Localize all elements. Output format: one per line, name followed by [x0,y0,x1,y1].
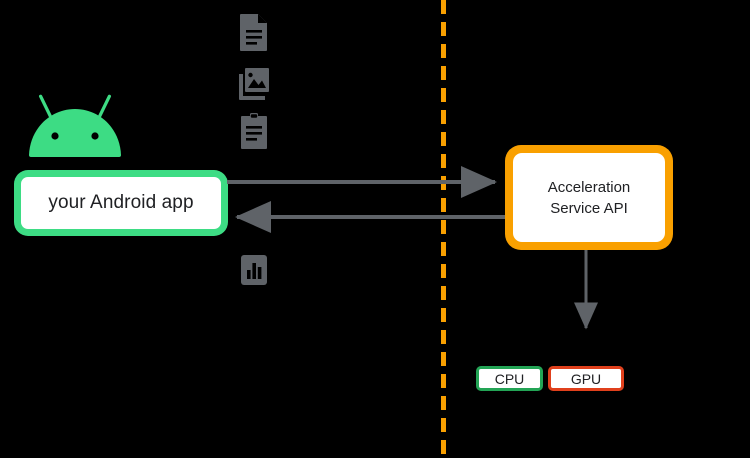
clipboard-icon [241,113,267,149]
document-icon [240,14,267,51]
backend-chip-cpu-label: CPU [494,370,525,387]
acceleration-service-api-box: Acceleration Service API [505,145,673,250]
acceleration-service-api-box-inner: Acceleration Service API [513,153,665,242]
photos-icon [239,68,269,100]
client-service-divider [441,0,446,458]
backend-chip-gpu: GPU [548,366,624,391]
backend-chip-cpu: CPU [476,366,543,391]
android-app-box-inner: your Android app [21,177,221,229]
api-label-line2: Service API [550,199,628,217]
android-robot-head-icon [29,94,121,157]
android-app-box: your Android app [14,170,228,236]
backend-chip-gpu-label: GPU [570,370,602,387]
android-app-label: your Android app [48,192,194,213]
api-label-line1: Acceleration [547,178,631,196]
bar-chart-icon [241,255,267,285]
